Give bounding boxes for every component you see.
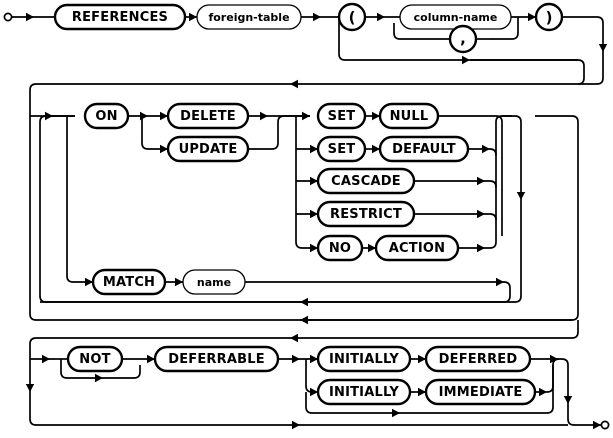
arrow-icon bbox=[313, 12, 321, 22]
arrow-icon bbox=[302, 111, 310, 121]
track-paren-bypass-up bbox=[470, 59, 585, 78]
node-no-label: NO bbox=[329, 241, 351, 256]
node-update-label: UPDATE bbox=[179, 142, 238, 157]
track-initially-bypass bbox=[305, 365, 554, 414]
track-rparen-to-wrap bbox=[562, 16, 604, 78]
node-delete-label: DELETE bbox=[180, 109, 236, 124]
node-match-label: MATCH bbox=[103, 275, 155, 290]
node-cascade-label: CASCADE bbox=[331, 174, 401, 189]
track-default-join bbox=[489, 148, 497, 156]
arrow-icon bbox=[539, 387, 547, 397]
arrow-icon bbox=[462, 55, 470, 65]
node-deferrable-label: DEFERRABLE bbox=[168, 352, 265, 367]
track-paren-bypass bbox=[338, 17, 578, 61]
track-action-spine bbox=[295, 116, 318, 249]
block-deferrable: NOT DEFERRABLE INITIALLY DEFERRED INITIA… bbox=[25, 345, 610, 430]
arrow-icon bbox=[25, 384, 35, 392]
node-name-label: name bbox=[197, 276, 231, 289]
arrow-icon bbox=[300, 297, 308, 307]
arrow-icon bbox=[516, 192, 526, 200]
track-comma-loop-right bbox=[489, 17, 519, 40]
node-set1-label: SET bbox=[328, 109, 356, 124]
track-to-update bbox=[141, 116, 168, 150]
arrow-icon bbox=[290, 333, 298, 343]
arrow-icon bbox=[189, 12, 197, 22]
track-actions-collect bbox=[40, 115, 522, 303]
node-immediate-label: IMMEDIATE bbox=[439, 385, 523, 400]
track-update-merge bbox=[248, 115, 310, 150]
arrow-icon bbox=[392, 408, 400, 418]
node-action-label: ACTION bbox=[389, 241, 445, 256]
track-block2-repeat bbox=[39, 115, 511, 303]
node-deferred-label: DEFERRED bbox=[439, 352, 518, 367]
node-not-label: NOT bbox=[79, 352, 110, 367]
arrow-icon bbox=[593, 420, 601, 430]
node-references-label: REFERENCES bbox=[72, 10, 168, 25]
arrow-icon bbox=[598, 44, 608, 52]
arrow-icon bbox=[482, 144, 490, 154]
node-lparen-label: ( bbox=[349, 9, 356, 27]
node-initially2-label: INITIALLY bbox=[329, 385, 399, 400]
track-to-match bbox=[66, 116, 93, 283]
row-references: REFERENCES foreign-table ( column-name , bbox=[3, 2, 608, 78]
node-set2-label: SET bbox=[328, 142, 356, 157]
start-terminal-icon bbox=[3, 12, 13, 22]
arrow-icon bbox=[477, 243, 485, 253]
arrow-icon bbox=[26, 12, 34, 22]
track-name-out bbox=[245, 281, 511, 296]
arrow-icon bbox=[477, 209, 485, 219]
track-restrict-out bbox=[414, 213, 497, 221]
arrow-icon bbox=[42, 354, 50, 364]
arrow-icon bbox=[528, 12, 536, 22]
block-on-match: ON DELETE UPDATE SET NULL bbox=[29, 102, 579, 359]
wrap-row1-to-block2 bbox=[29, 77, 604, 116]
end-terminal-icon bbox=[600, 420, 610, 430]
arrow-icon bbox=[175, 277, 183, 287]
track-wrap-1 bbox=[29, 77, 604, 116]
arrow-icon bbox=[290, 79, 298, 89]
arrow-icon bbox=[496, 277, 504, 287]
node-foreign-table-label: foreign-table bbox=[208, 11, 289, 24]
arrow-icon bbox=[260, 111, 268, 121]
track-wrap-1b bbox=[577, 77, 585, 85]
track-wrap-2 bbox=[29, 337, 572, 359]
track-block3-to-end bbox=[561, 358, 569, 419]
track-comma-loop-left bbox=[393, 23, 450, 40]
node-comma-label: , bbox=[460, 30, 466, 48]
track-to-init2 bbox=[305, 359, 318, 393]
arrow-icon bbox=[377, 12, 385, 22]
track-block2-to-block3 bbox=[571, 320, 579, 339]
arrow-icon bbox=[563, 396, 573, 404]
arrow-icon bbox=[292, 354, 300, 364]
node-restrict-label: RESTRICT bbox=[330, 207, 402, 222]
node-null-label: NULL bbox=[390, 109, 429, 124]
track-block2-bypass bbox=[29, 116, 572, 321]
node-initially1-label: INITIALLY bbox=[329, 352, 399, 367]
node-column-name-label: column-name bbox=[414, 11, 498, 24]
arrow-icon bbox=[292, 420, 300, 430]
node-default-label: DEFAULT bbox=[392, 142, 456, 157]
track-end-join bbox=[567, 418, 601, 426]
track-block3-bypass bbox=[29, 359, 568, 426]
arrow-icon bbox=[477, 176, 485, 186]
arrow-icon bbox=[95, 373, 103, 383]
node-rparen-label: ) bbox=[546, 9, 553, 27]
node-on-label: ON bbox=[95, 109, 117, 124]
track-action-out bbox=[458, 115, 512, 249]
track-block2-out bbox=[300, 115, 579, 321]
track-null-out bbox=[438, 115, 503, 236]
track-cascade-out bbox=[414, 180, 497, 188]
